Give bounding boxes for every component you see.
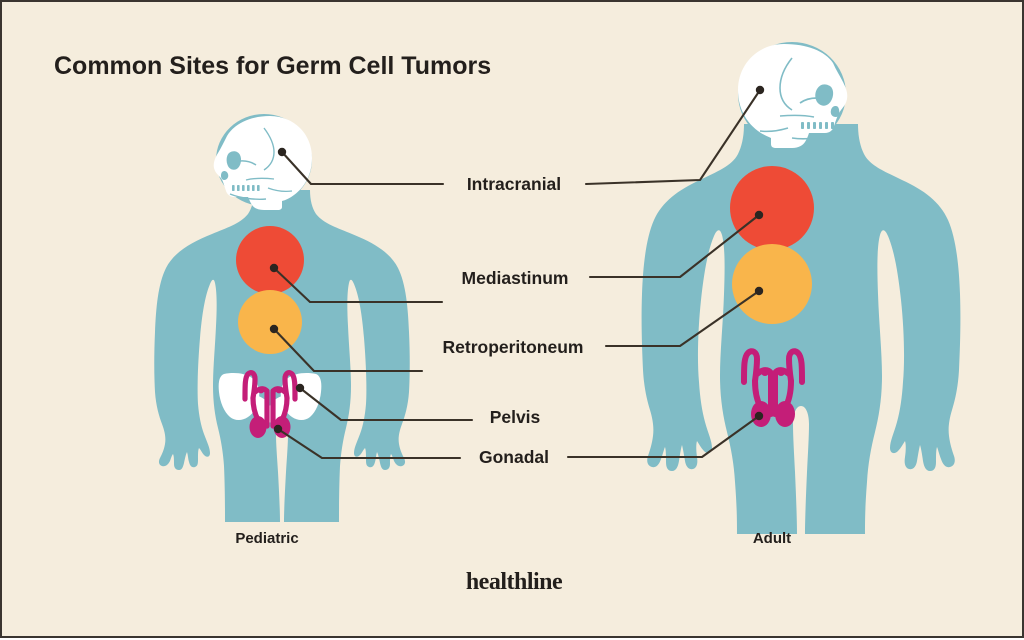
callout-label-intracranial: Intracranial [467,174,561,194]
pediatric-mediastinum-marker [236,226,304,294]
adult-retroperitoneum-marker [732,244,812,324]
leader-lines-group [269,85,765,460]
leader-retroperitoneum-right [604,286,764,348]
leader-mediastinum-right [588,210,764,279]
pediatric-figure: Pediatric [154,114,410,547]
leader-retroperitoneum-left [269,324,424,373]
callout-label-pelvis: Pelvis [490,407,541,427]
adult-gonadal-structure [741,348,805,417]
adult-mediastinum-marker [730,166,814,250]
leader-intracranial-right [584,85,765,186]
leader-pelvis-left [295,383,474,422]
adult-figure: Adult [641,42,961,547]
pediatric-skull [213,114,312,210]
adult-caption: Adult [753,530,791,547]
leader-mediastinum-left [269,263,444,304]
healthline-logo: healthline [466,569,563,595]
callout-label-gonadal: Gonadal [479,447,549,467]
callout-label-mediastinum: Mediastinum [462,268,569,288]
pediatric-caption: Pediatric [235,530,298,547]
adult-body-silhouette [641,124,961,534]
pediatric-pelvic-bones [218,373,322,423]
pediatric-body-silhouette [154,190,410,522]
pediatric-retroperitoneum-marker [238,290,302,354]
adult-torso [641,124,961,534]
callout-label-retroperitoneum: Retroperitoneum [443,337,584,357]
leader-intracranial-left [277,147,445,186]
adult-skull [738,42,848,148]
leader-gonadal-right [566,411,764,459]
leader-gonadal-left [273,424,462,460]
pediatric-torso [154,190,410,522]
page-title: Common Sites for Germ Cell Tumors [54,52,491,80]
